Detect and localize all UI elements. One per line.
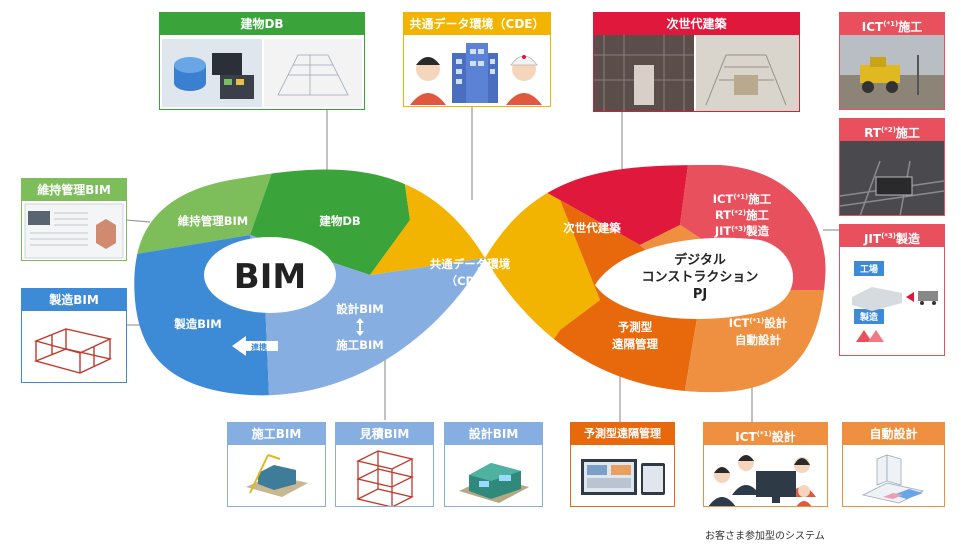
card-predictive-title: 予測型遠隔管理 (571, 423, 674, 445)
card-design-bim-title: 設計BIM (445, 423, 542, 445)
card-rt-construction-title: RT(*2)施工 (840, 119, 944, 141)
label-auto-design: 自動設計 (735, 333, 781, 347)
label-construction-bim: 施工BIM (336, 338, 384, 352)
label-design-bim: 設計BIM (336, 302, 384, 316)
label-rt-construction: RT(*2)施工 (715, 208, 770, 222)
double-arrow-icon (356, 318, 364, 336)
card-building-db: 建物DB (159, 12, 365, 110)
card-predictive: 予測型遠隔管理 (570, 422, 675, 507)
pj-title-line1: デジタル (674, 252, 726, 268)
card-rt-construction: RT(*2)施工 (839, 118, 945, 216)
cde-illustration (404, 35, 550, 106)
card-auto-design-title: 自動設計 (843, 423, 944, 445)
left-hole (204, 237, 336, 313)
pj-title-line3: PJ (693, 287, 707, 302)
card-ict-construction-title: ICT(*1)施工 (840, 13, 944, 35)
card-ict-design-title: ICT(*1)設計 (704, 423, 827, 445)
card-maintenance-bim-title: 維持管理BIM (22, 179, 126, 201)
right-hole (595, 237, 794, 320)
label-building-db: 建物DB (319, 214, 360, 228)
label-maintenance: 維持管理BIM (178, 214, 249, 228)
ict-design-illustration (704, 445, 827, 506)
label-cde-1: 共通データ環境 (430, 257, 511, 271)
auto-design-model (843, 445, 944, 506)
card-maintenance-bim: 維持管理BIM (21, 178, 127, 261)
card-next-gen: 次世代建築 (593, 12, 800, 112)
card-ict-construction: ICT(*1)施工 (839, 12, 945, 110)
card-cde: 共通データ環境（CDE） (403, 12, 551, 107)
label-predictive-2: 遠隔管理 (612, 337, 658, 351)
card-estimate-bim: 見積BIM (335, 422, 434, 507)
card-auto-design: 自動設計 (842, 422, 945, 507)
design-bim-model (445, 445, 542, 506)
card-cde-title: 共通データ環境（CDE） (404, 13, 550, 35)
card-manufacturing-bim-title: 製造BIM (22, 289, 126, 311)
link-label: 連携 (251, 342, 267, 352)
label-ict-construction: ICT(*1)施工 (713, 192, 772, 206)
label-ict-design: ICT(*1)設計 (729, 316, 788, 330)
estimate-bim-frame (336, 445, 433, 506)
label-cde-2: （CDE） (446, 274, 495, 288)
pj-title-line2: コンストラクション (642, 270, 759, 285)
jit-illustration: 工場 製造 (840, 247, 944, 355)
card-manufacturing-bim: 製造BIM (21, 288, 127, 383)
rt-construction-photo (840, 141, 944, 215)
card-jit-manufacturing: JIT(*3)製造 工場 製造 (839, 224, 945, 356)
manufacture-tag: 製造 (854, 309, 885, 324)
card-construction-bim-title: 施工BIM (228, 423, 325, 445)
predictive-screens (571, 445, 674, 506)
label-jit-manufacturing: JIT(*3)製造 (714, 224, 770, 238)
card-construction-bim: 施工BIM (227, 422, 326, 507)
factory-tag: 工場 (854, 261, 885, 276)
label-manufacturing-bim: 製造BIM (173, 317, 222, 331)
connector-lines (125, 107, 840, 422)
maintenance-bim-screen (22, 201, 126, 260)
label-predictive-1: 予測型 (618, 320, 653, 334)
link-arrow-icon (232, 336, 278, 356)
card-design-bim: 設計BIM (444, 422, 543, 507)
bim-title: BIM (234, 257, 306, 297)
ict-construction-photo (840, 35, 944, 109)
manufacturing-bim-frame (22, 311, 126, 382)
card-building-db-title: 建物DB (160, 13, 364, 35)
building-db-illustration (160, 35, 364, 109)
card-estimate-bim-title: 見積BIM (336, 423, 433, 445)
card-ict-design: ICT(*1)設計 (703, 422, 828, 507)
card-next-gen-title: 次世代建築 (594, 13, 799, 35)
construction-bim-model (228, 445, 325, 506)
caption-customer-participation: お客さま参加型のシステム (705, 531, 825, 542)
label-next-gen: 次世代建築 (563, 221, 621, 235)
next-gen-photos (594, 35, 799, 111)
card-jit-manufacturing-title: JIT(*3)製造 (840, 225, 944, 247)
